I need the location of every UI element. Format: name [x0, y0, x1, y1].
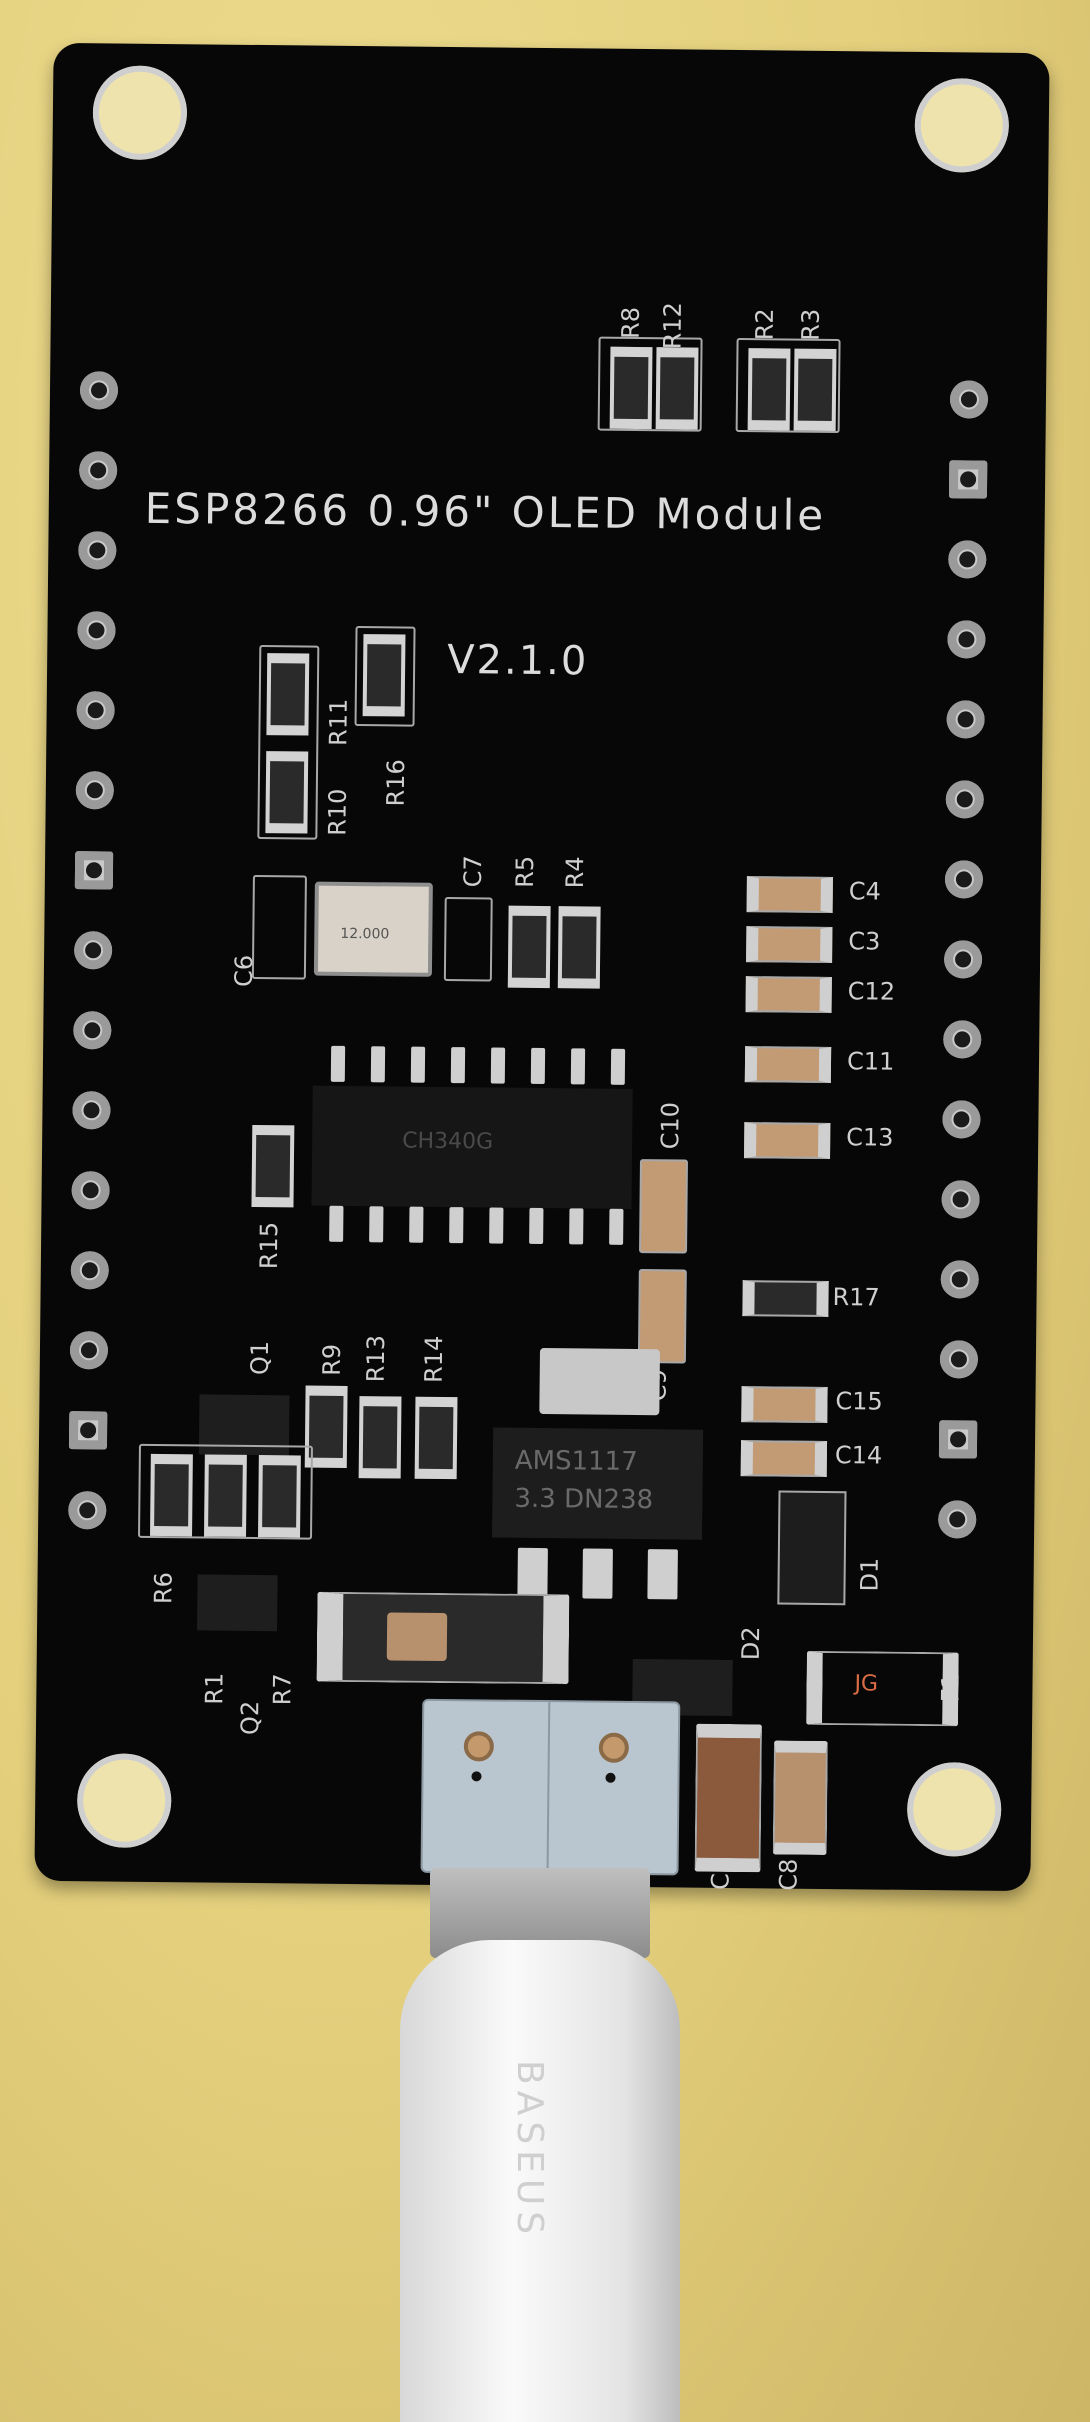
label-r17: R17	[832, 1283, 880, 1312]
label-c8: C8	[774, 1858, 803, 1891]
pcb-board: ESP8266 0.96" OLED Module V2.1.0 R8 R12 …	[34, 42, 1050, 1892]
capacitor-c1	[694, 1723, 763, 1873]
transistor-q2	[197, 1574, 278, 1632]
crystal-marking: 12.000	[340, 925, 390, 943]
label-r11: R11	[324, 698, 353, 747]
label-c12: C12	[847, 977, 896, 1006]
crystal-oscillator: 12.000	[313, 881, 433, 977]
label-r12: R12	[658, 301, 687, 350]
usb-serial-chip: CH340G	[311, 1085, 633, 1209]
label-f1: F1	[936, 1673, 965, 1703]
label-r3: R3	[796, 308, 825, 341]
resistor-r14	[414, 1396, 458, 1480]
label-c1: C1	[706, 1857, 735, 1891]
label-c13: C13	[846, 1123, 894, 1152]
label-q1: Q1	[245, 1340, 275, 1376]
label-d1: D1	[855, 1557, 884, 1592]
label-r1: R1	[200, 1672, 229, 1705]
board-title: ESP8266 0.96" OLED Module	[144, 483, 827, 540]
capacitor-c7	[443, 896, 493, 982]
usb-cable-body: BASEUS	[400, 1940, 680, 2422]
label-r14: R14	[419, 1335, 449, 1384]
resistor-r4	[557, 906, 601, 989]
label-c11: C11	[846, 1047, 895, 1076]
label-d2: D2	[736, 1626, 766, 1661]
fuse-marking: JG	[854, 1671, 879, 1697]
label-c10: C10	[656, 1101, 685, 1150]
label-c4: C4	[848, 877, 881, 906]
capacitor-c8	[772, 1740, 828, 1856]
label-c7: C7	[458, 855, 488, 888]
mounting-hole-bottom-left	[76, 1753, 172, 1849]
label-r15: R15	[254, 1221, 284, 1270]
resistor-r5	[507, 905, 551, 989]
resistor-r13	[358, 1396, 402, 1479]
capacitor-c10	[639, 1159, 688, 1254]
left-pin-header	[54, 43, 1050, 1530]
chip-pins-top	[54, 43, 1050, 1085]
mounting-hole-bottom-right	[906, 1761, 1002, 1857]
regulator-marking-2: 3.3 DN238	[514, 1483, 654, 1516]
label-r5: R5	[510, 855, 540, 888]
voltage-regulator: AMS1117 3.3 DN238	[492, 1427, 704, 1540]
chip-pins-bottom	[54, 43, 1050, 1245]
label-r13: R13	[361, 1334, 391, 1383]
label-c15: C15	[835, 1387, 883, 1416]
resistor-r15	[251, 1124, 295, 1208]
capacitor-c6	[251, 874, 307, 980]
board-version: V2.1.0	[446, 636, 589, 685]
voltage-regulator-tab	[539, 1348, 661, 1416]
label-r7: R7	[268, 1673, 297, 1706]
label-r10: R10	[323, 788, 352, 836]
label-c6: C6	[229, 954, 259, 988]
label-c14: C14	[834, 1441, 883, 1470]
capacitor-c4	[746, 876, 833, 914]
capacitor-c14	[740, 1440, 828, 1478]
mounting-hole-top-right	[914, 77, 1010, 173]
label-q2: Q2	[235, 1700, 265, 1736]
capacitor-c15	[741, 1386, 828, 1424]
capacitor-c3	[746, 926, 833, 964]
capacitor-c11	[744, 1046, 832, 1084]
label-r6: R6	[149, 1571, 178, 1605]
label-c3: C3	[848, 927, 881, 956]
label-r16: R16	[381, 759, 411, 807]
resistor-r17	[742, 1280, 829, 1318]
cable-logo: BASEUS	[509, 2060, 550, 2241]
regulator-marking-1: AMS1117	[514, 1445, 638, 1478]
capacitor-c12	[745, 976, 832, 1014]
micro-usb-connector[interactable]	[420, 1698, 681, 1876]
right-pin-header	[54, 43, 1050, 1539]
capacitor-c2	[316, 1591, 570, 1685]
diode-d1	[777, 1490, 847, 1606]
mounting-hole-top-left	[92, 65, 188, 161]
label-r8: R8	[616, 306, 645, 340]
regulator-pins	[54, 43, 1050, 1600]
label-r4: R4	[560, 856, 590, 889]
capacitor-c13	[744, 1122, 831, 1160]
usb-serial-chip-marking: CH340G	[402, 1128, 494, 1155]
label-r2: R2	[750, 308, 779, 341]
label-r9: R9	[317, 1343, 347, 1376]
